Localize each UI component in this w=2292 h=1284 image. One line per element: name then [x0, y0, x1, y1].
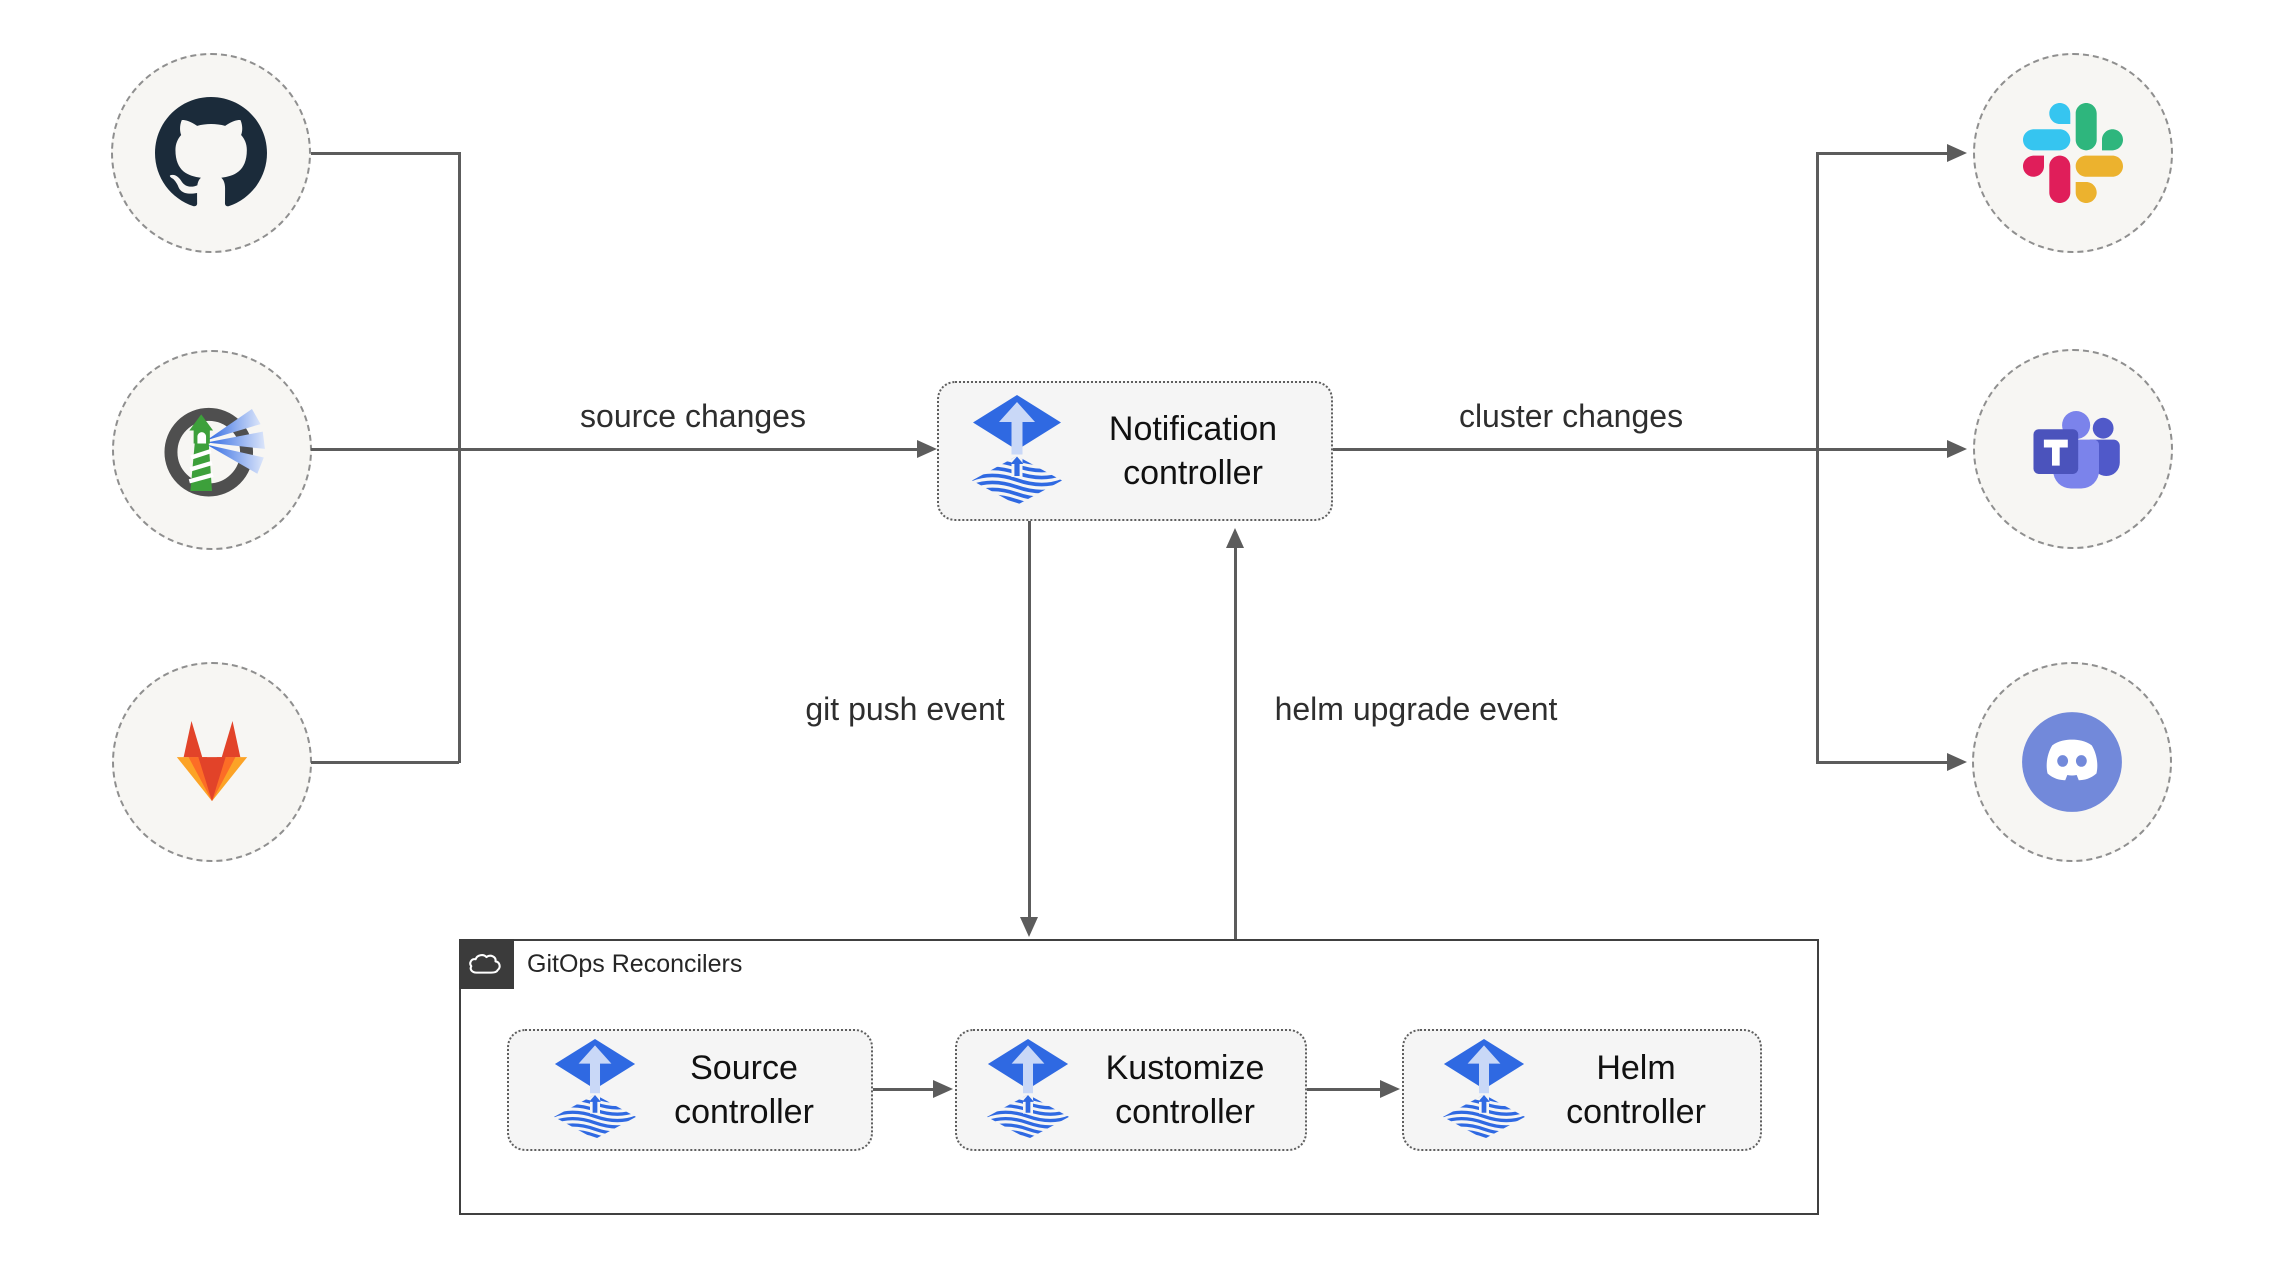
kustomize-controller-node: Kustomize controller	[955, 1029, 1307, 1151]
discord-icon	[2022, 712, 2122, 812]
edge-helm-upgrade-line	[1234, 548, 1237, 939]
teams-icon	[2033, 411, 2120, 489]
source-controller-label: Source controller	[674, 1048, 814, 1131]
edge-git-push-line	[1028, 521, 1031, 919]
notification-controller-node: Notification controller	[937, 381, 1333, 521]
helm-controller-label: Helm controller	[1566, 1048, 1706, 1131]
source-controller-node: Source controller	[507, 1029, 873, 1151]
edge-source-to-kustomize-arrowhead	[933, 1080, 953, 1098]
edge-to-teams-arrowhead	[1947, 440, 1967, 458]
edge-to-teams-line	[1816, 448, 1948, 451]
flux-icon	[972, 395, 1062, 507]
node-discord	[1972, 662, 2172, 862]
edge-source-to-kustomize-line	[873, 1088, 935, 1091]
edge-gitlab-to-junction	[311, 761, 459, 764]
node-slack	[1973, 53, 2173, 253]
edge-kustomize-to-helm-line	[1307, 1088, 1383, 1091]
edge-kustomize-to-helm-arrowhead	[1380, 1080, 1400, 1098]
node-github	[111, 53, 311, 253]
edge-right-junction-vertical	[1816, 152, 1819, 763]
edge-to-discord-arrowhead	[1947, 753, 1967, 771]
gitlab-icon	[176, 720, 248, 802]
kustomize-controller-label: Kustomize controller	[1105, 1048, 1265, 1131]
node-gitlab	[112, 662, 312, 862]
edge-left-junction-vertical	[458, 152, 461, 763]
edge-to-discord-line	[1816, 761, 1948, 764]
edge-github-to-junction	[311, 152, 459, 155]
notification-controller-label: Notification controller	[1108, 409, 1278, 492]
cloud-icon	[469, 953, 501, 974]
edge-label-source-changes: source changes	[580, 398, 806, 434]
flux-icon	[554, 1039, 636, 1141]
gitops-reconcilers-title: GitOps Reconcilers	[527, 950, 743, 978]
helm-controller-node: Helm controller	[1402, 1029, 1762, 1151]
node-harbor	[112, 350, 312, 550]
edge-helm-upgrade-arrowhead	[1226, 528, 1244, 548]
node-teams	[1973, 349, 2173, 549]
harbor-icon	[164, 407, 265, 497]
edge-cluster-changes-line	[1333, 448, 1819, 451]
github-icon	[155, 97, 267, 207]
edge-label-cluster-changes: cluster changes	[1458, 398, 1684, 434]
slack-icon	[2023, 103, 2123, 203]
edge-source-changes-arrowhead	[917, 440, 937, 458]
edge-label-helm-upgrade-event: helm upgrade event	[1274, 691, 1558, 727]
gitops-reconcilers-corner	[458, 938, 514, 989]
edge-to-slack-arrowhead	[1947, 144, 1967, 162]
flux-icon	[1443, 1039, 1525, 1141]
flux-icon	[987, 1039, 1069, 1141]
edge-source-changes-line	[311, 448, 919, 451]
edge-git-push-arrowhead	[1020, 917, 1038, 937]
edge-label-git-push-event: git push event	[805, 691, 1005, 727]
edge-to-slack-line	[1816, 152, 1948, 155]
